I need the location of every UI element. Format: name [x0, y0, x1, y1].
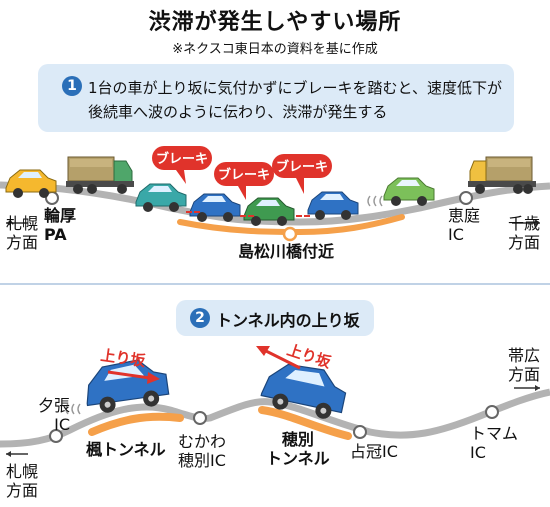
label-mukawa-hobetsu-ic: むかわ 穂別IC	[178, 432, 227, 470]
section1-explanation-box: 1 1台の車が上り坂に気付かずにブレーキを踏むと、速度低下が後続車へ波のように伝…	[38, 64, 514, 132]
section1-number-badge: 1	[62, 76, 82, 96]
brake-balloon-1: ブレーキ	[152, 146, 212, 184]
section2-heading-box: 2 トンネル内の上り坂	[176, 300, 374, 336]
truck-left	[66, 156, 134, 194]
hobetsu-tunnel-slope	[258, 406, 352, 440]
label-kaede-tunnel: 楓トンネル	[86, 440, 166, 459]
section2-road	[0, 388, 550, 448]
label-yubari-ic: 夕張 IC	[38, 396, 71, 434]
label-sapporo-direction-2: 札幌 方面	[6, 462, 39, 500]
label-location: 島松川橋付近	[238, 242, 335, 261]
diagram-title: 渋滞が発生しやすい場所	[148, 10, 402, 35]
mukawa-ic-marker	[193, 411, 207, 425]
label-tomamu-ic: トマム IC	[470, 424, 519, 462]
car-lightgreen	[383, 177, 435, 206]
car-green	[243, 197, 295, 226]
eniwa-ic-marker	[459, 191, 473, 205]
brake-balloon-2: ブレーキ	[214, 162, 274, 200]
motion-lines-2	[65, 403, 81, 415]
car-teal	[135, 183, 187, 212]
shimukappu-ic-marker	[353, 425, 367, 439]
svg-text:ブレーキ: ブレーキ	[276, 159, 328, 175]
car-yellow	[5, 169, 57, 198]
car-blue-2	[307, 191, 359, 220]
svg-text:ブレーキ: ブレーキ	[156, 151, 208, 167]
label-chitose-direction: 千歳 方面	[508, 214, 541, 252]
car-big-blue-2	[260, 363, 347, 419]
svg-text:ブレーキ: ブレーキ	[218, 167, 270, 183]
source-note: ※ネクスコ東日本の資料を基に作成	[172, 42, 378, 57]
section1-uphill-slope	[177, 214, 405, 236]
label-eniwa-ic: 恵庭 IC	[448, 206, 481, 244]
label-shimukappu-ic: 占冠IC	[350, 442, 398, 461]
brake-balloon-3: ブレーキ	[272, 154, 332, 194]
section2-number-badge: 2	[190, 308, 210, 328]
label-wattsu-pa: 輪厚 PA	[44, 206, 77, 244]
label-obihiro-direction: 帯広 方面	[508, 346, 541, 384]
kaede-tunnel-slope	[88, 412, 184, 436]
label-sapporo-direction: 札幌 方面	[6, 214, 39, 252]
yubari-ic-marker	[49, 429, 63, 443]
section1-explanation-text: 1台の車が上り坂に気付かずにブレーキを踏むと、速度低下が後続車へ波のように伝わり…	[88, 79, 502, 121]
section2-heading: トンネル内の上り坂	[216, 311, 360, 330]
label-hobetsu-tunnel: 穂別 トンネル	[266, 430, 330, 468]
tomamu-ic-marker	[485, 405, 499, 419]
truck-right	[468, 156, 536, 194]
motion-lines	[367, 195, 383, 207]
car-blue-1	[189, 193, 241, 222]
location-marker	[282, 226, 298, 242]
car-big-blue-1	[86, 359, 170, 413]
